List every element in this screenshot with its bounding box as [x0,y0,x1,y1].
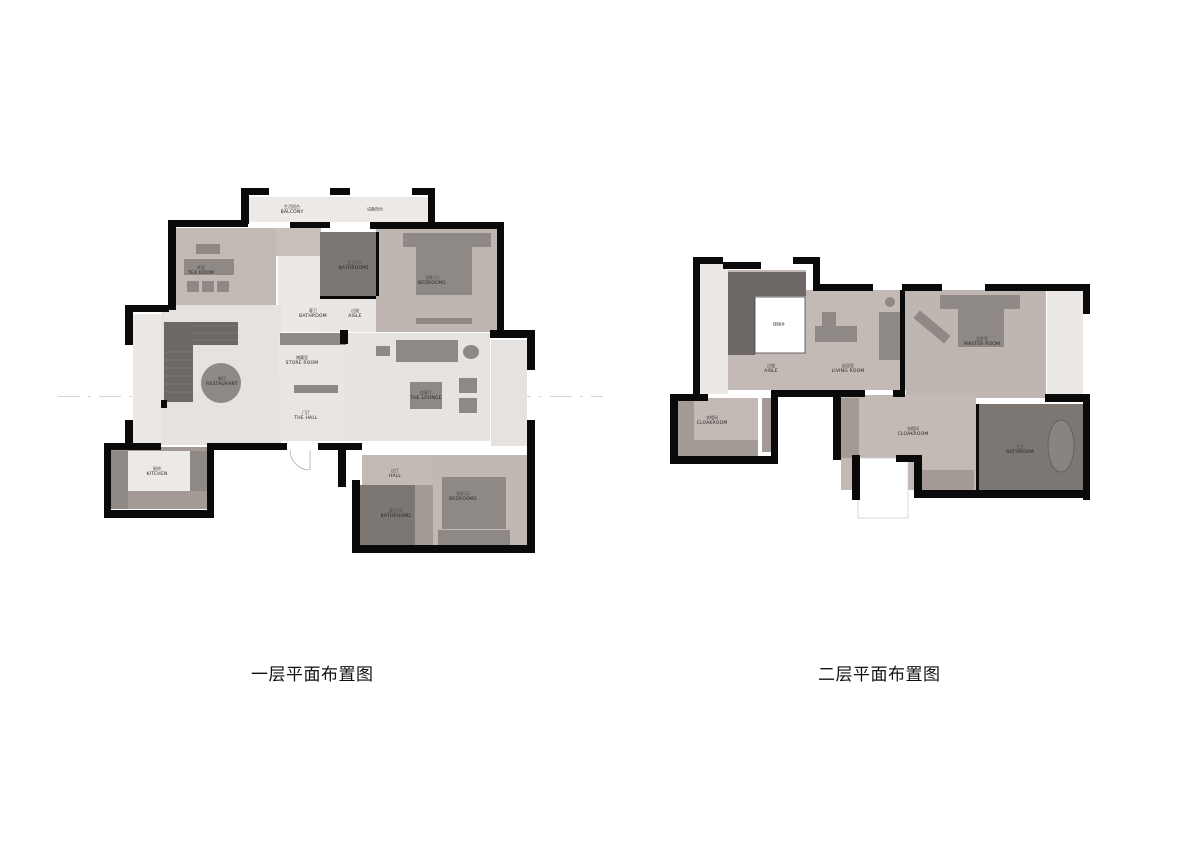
room-label-stairwell: 楼梯井 [773,321,785,327]
floor1-plan [104,188,535,553]
room-label-bathroom2: 客卫(2)BATHROOM2 [380,508,412,519]
floor1-caption: 一层平面布置图 [251,665,374,685]
room-label-bedroom1: 次卧(1)BEDROOM1 [418,275,446,286]
floor2-plan [670,257,1090,519]
room-label-balcony-equipment: 设备阳台 [367,206,383,212]
room-label-bedroom2: 次卧(2)BEDROOM2 [449,491,477,502]
room-label-bathroom1: 主卫(1)BATHROOM1 [338,260,370,271]
floor2-caption: 二层平面布置图 [818,665,941,685]
